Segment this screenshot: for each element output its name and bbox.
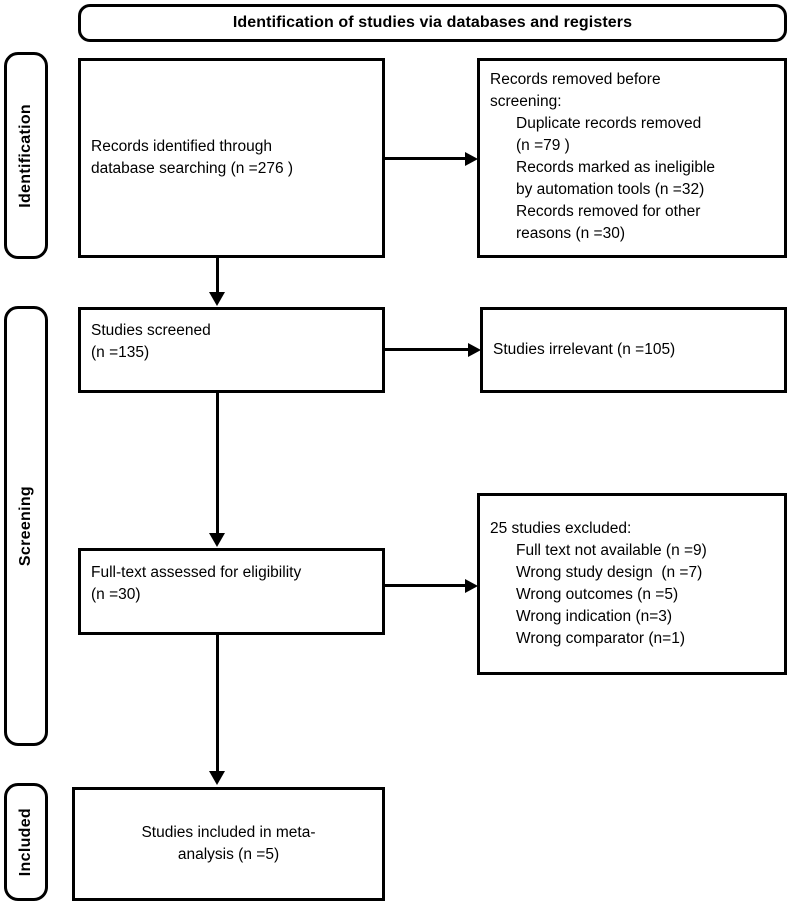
node-line: 25 studies excluded: xyxy=(490,520,632,537)
node-line: Studies screened xyxy=(91,322,211,339)
node-line: analysis (n =5) xyxy=(177,846,280,863)
node-line: (n =79 ) xyxy=(516,137,570,154)
arrowhead-down-icon xyxy=(209,771,225,785)
connector-identified-to-screened xyxy=(216,258,219,294)
node-line: Wrong indication (n=3) xyxy=(516,608,673,625)
node-line: Records identified through xyxy=(91,138,272,155)
node-studies-irrelevant: Studies irrelevant (n =105) xyxy=(480,307,787,393)
arrowhead-right-icon xyxy=(465,579,478,593)
node-line: (n =30) xyxy=(91,586,141,603)
node-records-removed: Records removed before screening: Duplic… xyxy=(477,58,787,258)
connector-identified-to-removed xyxy=(385,157,467,160)
node-line: Full-text assessed for eligibility xyxy=(91,564,302,581)
node-line: Wrong study design (n =7) xyxy=(516,564,703,581)
node-line: database searching (n =276 ) xyxy=(91,160,294,177)
node-line: Records marked as ineligible xyxy=(516,159,716,176)
node-studies-excluded: 25 studies excluded: Full text not avail… xyxy=(477,493,787,675)
header-title: Identification of studies via databases … xyxy=(232,14,633,32)
arrowhead-down-icon xyxy=(209,292,225,306)
connector-fulltext-to-included xyxy=(216,635,219,773)
node-line: Studies included in meta- xyxy=(141,824,316,841)
node-line: Records removed for other xyxy=(516,203,701,220)
stage-label-identification-text: Identification xyxy=(17,103,34,208)
node-line: Wrong comparator (n=1) xyxy=(516,630,685,647)
arrowhead-right-icon xyxy=(468,343,481,357)
node-line: Full text not available (n =9) xyxy=(516,542,707,559)
node-line: Records removed before xyxy=(490,71,661,88)
stage-label-included: Included xyxy=(4,783,48,901)
node-studies-screened: Studies screened (n =135) xyxy=(78,307,385,393)
header-banner: Identification of studies via databases … xyxy=(78,4,787,42)
arrowhead-down-icon xyxy=(209,533,225,547)
node-studies-included: Studies included in meta- analysis (n =5… xyxy=(72,787,385,901)
connector-screened-to-irrelevant xyxy=(385,348,470,351)
stage-label-screening: Screening xyxy=(4,306,48,746)
node-fulltext-assessed: Full-text assessed for eligibility (n =3… xyxy=(78,548,385,635)
node-line: (n =135) xyxy=(91,344,150,361)
node-records-identified: Records identified through database sear… xyxy=(78,58,385,258)
connector-fulltext-to-excluded xyxy=(385,584,467,587)
stage-label-identification: Identification xyxy=(4,52,48,259)
connector-screened-to-fulltext xyxy=(216,393,219,535)
node-line: screening: xyxy=(490,93,562,110)
stage-label-screening-text: Screening xyxy=(17,485,34,567)
node-line: Duplicate records removed xyxy=(516,115,702,132)
node-line: by automation tools (n =32) xyxy=(516,181,705,198)
node-line: Studies irrelevant (n =105) xyxy=(493,341,676,358)
node-line: reasons (n =30) xyxy=(516,225,625,242)
node-line: Wrong outcomes (n =5) xyxy=(516,586,679,603)
stage-label-included-text: Included xyxy=(17,807,34,877)
arrowhead-right-icon xyxy=(465,152,478,166)
